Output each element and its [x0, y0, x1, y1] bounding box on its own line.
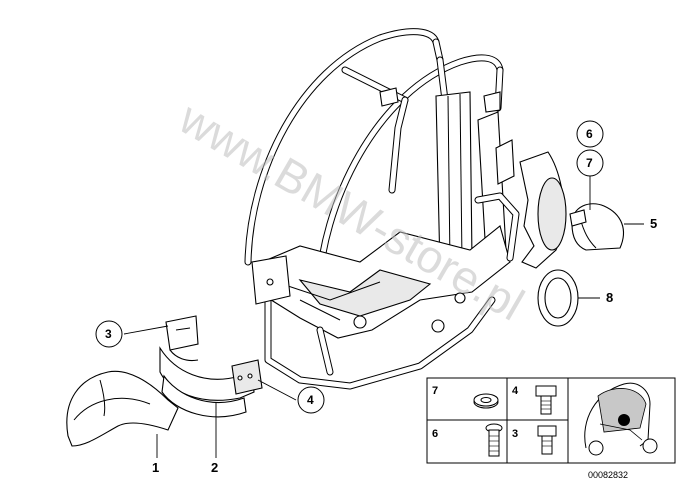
callout-8: 8: [606, 290, 613, 305]
part-2-curved-shield: [159, 346, 263, 418]
torx-screw-icon: [485, 423, 503, 457]
callout-5: 5: [650, 216, 657, 231]
scooter-locator-icon: [584, 382, 658, 456]
callout-2: 2: [211, 460, 218, 475]
callout-1: 1: [152, 460, 159, 475]
callout-4-circle: [297, 386, 325, 414]
callout-7: 7: [586, 156, 593, 170]
callout-labels: 1 2 3 4 6 7 5 8: [95, 120, 657, 475]
part-3-mounting-bracket: [165, 315, 199, 362]
locator-marker-icon: [618, 414, 630, 426]
callout-7-circle: [576, 149, 604, 177]
part-8-seal-ring: [537, 269, 579, 327]
callout-6: 6: [586, 127, 593, 141]
table-cell-6: 6: [432, 428, 438, 440]
leader-lines: [123, 168, 644, 458]
table-cell-4: 4: [512, 385, 519, 397]
callout-3-circle: [95, 320, 123, 348]
scooter-frame: [244, 28, 520, 390]
washer-icon: [473, 393, 499, 409]
part-5-tail-light: [569, 203, 624, 251]
hardware-table: 7 4 6 3: [426, 377, 676, 464]
hex-bolt-icon: [535, 385, 557, 415]
part-1-front-cover: [66, 370, 179, 447]
table-cell-7: 7: [432, 385, 438, 397]
rear-guard-panel: [519, 151, 567, 269]
callout-6-circle: [576, 120, 604, 148]
callout-4: 4: [307, 393, 314, 407]
hex-bolt-icon: [537, 425, 557, 455]
catalog-code: 00082832: [588, 470, 628, 480]
table-cell-3: 3: [512, 428, 518, 440]
callout-3: 3: [105, 327, 112, 341]
